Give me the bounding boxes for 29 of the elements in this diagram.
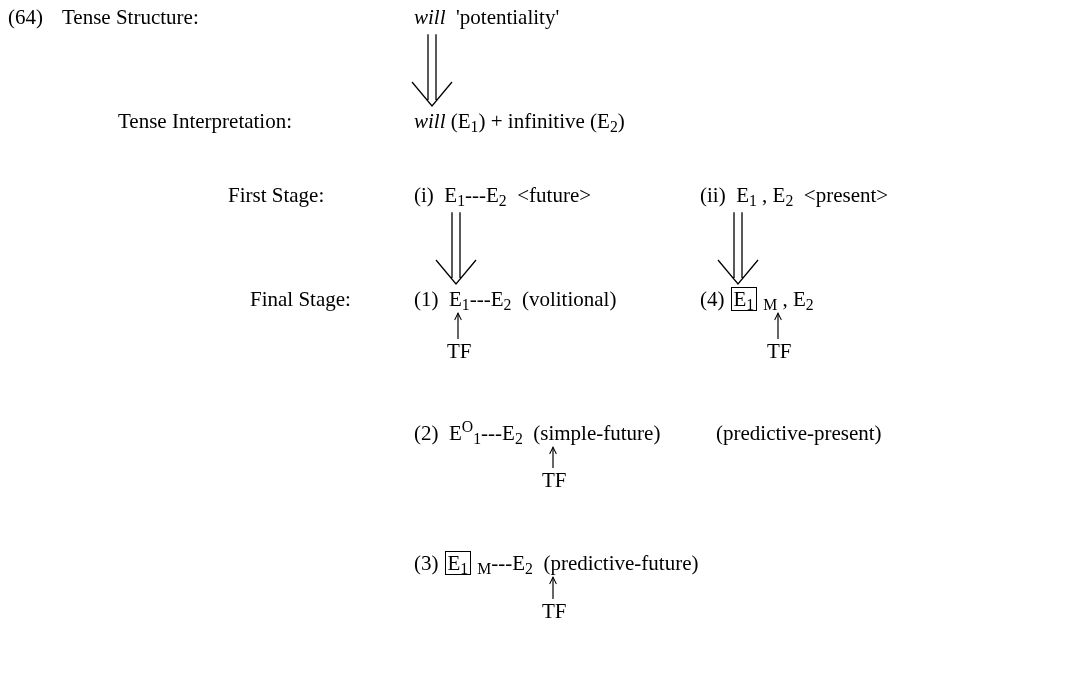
double-arrow <box>411 33 453 107</box>
arrow <box>774 312 782 340</box>
double-arrow <box>435 211 477 285</box>
example-number: (64) <box>8 4 43 31</box>
formula-text: (4) <box>700 286 725 313</box>
tf-label: TF <box>767 338 792 365</box>
formula-text: (2) E$^{O}$$_{1}$---E$_{2}$ (simple-future) <box>414 420 661 447</box>
formula-text: (3) <box>414 550 439 577</box>
boxed-term: E$_{1}$ <box>730 287 758 312</box>
formula-text: will 'potentiality' <box>414 4 560 31</box>
arrow <box>454 312 462 340</box>
tf-label: TF <box>447 338 472 365</box>
tf-label: TF <box>542 467 567 494</box>
formula-text: (i) E$_{1}$---E$_{2}$ <future> <box>414 182 592 209</box>
formula-text: (1) E$_{1}$---E$_{2}$ (volitional) <box>414 286 617 313</box>
row-label: Tense Interpretation: <box>118 108 293 135</box>
formula-text: will (E$_{1}$) + infinitive (E$_{2}$) <box>414 108 625 135</box>
boxed-term: E$_{1}$ <box>444 551 472 576</box>
row-label: Final Stage: <box>250 286 351 313</box>
formula-text: $_{M}$---E$_{2}$ (predictive-future) <box>477 550 699 577</box>
row-label: Tense Structure: <box>62 4 199 31</box>
formula-text: $_{M}$ , E$_{2}$ <box>763 286 814 313</box>
row-label: First Stage: <box>228 182 325 209</box>
reading-label: (predictive-present) <box>716 420 882 447</box>
arrow <box>549 576 557 600</box>
double-arrow <box>717 211 759 285</box>
tf-label: TF <box>542 598 567 625</box>
arrow <box>549 446 557 469</box>
formula-text: (ii) E$_{1}$ , E$_{2}$ <present> <box>700 182 889 209</box>
